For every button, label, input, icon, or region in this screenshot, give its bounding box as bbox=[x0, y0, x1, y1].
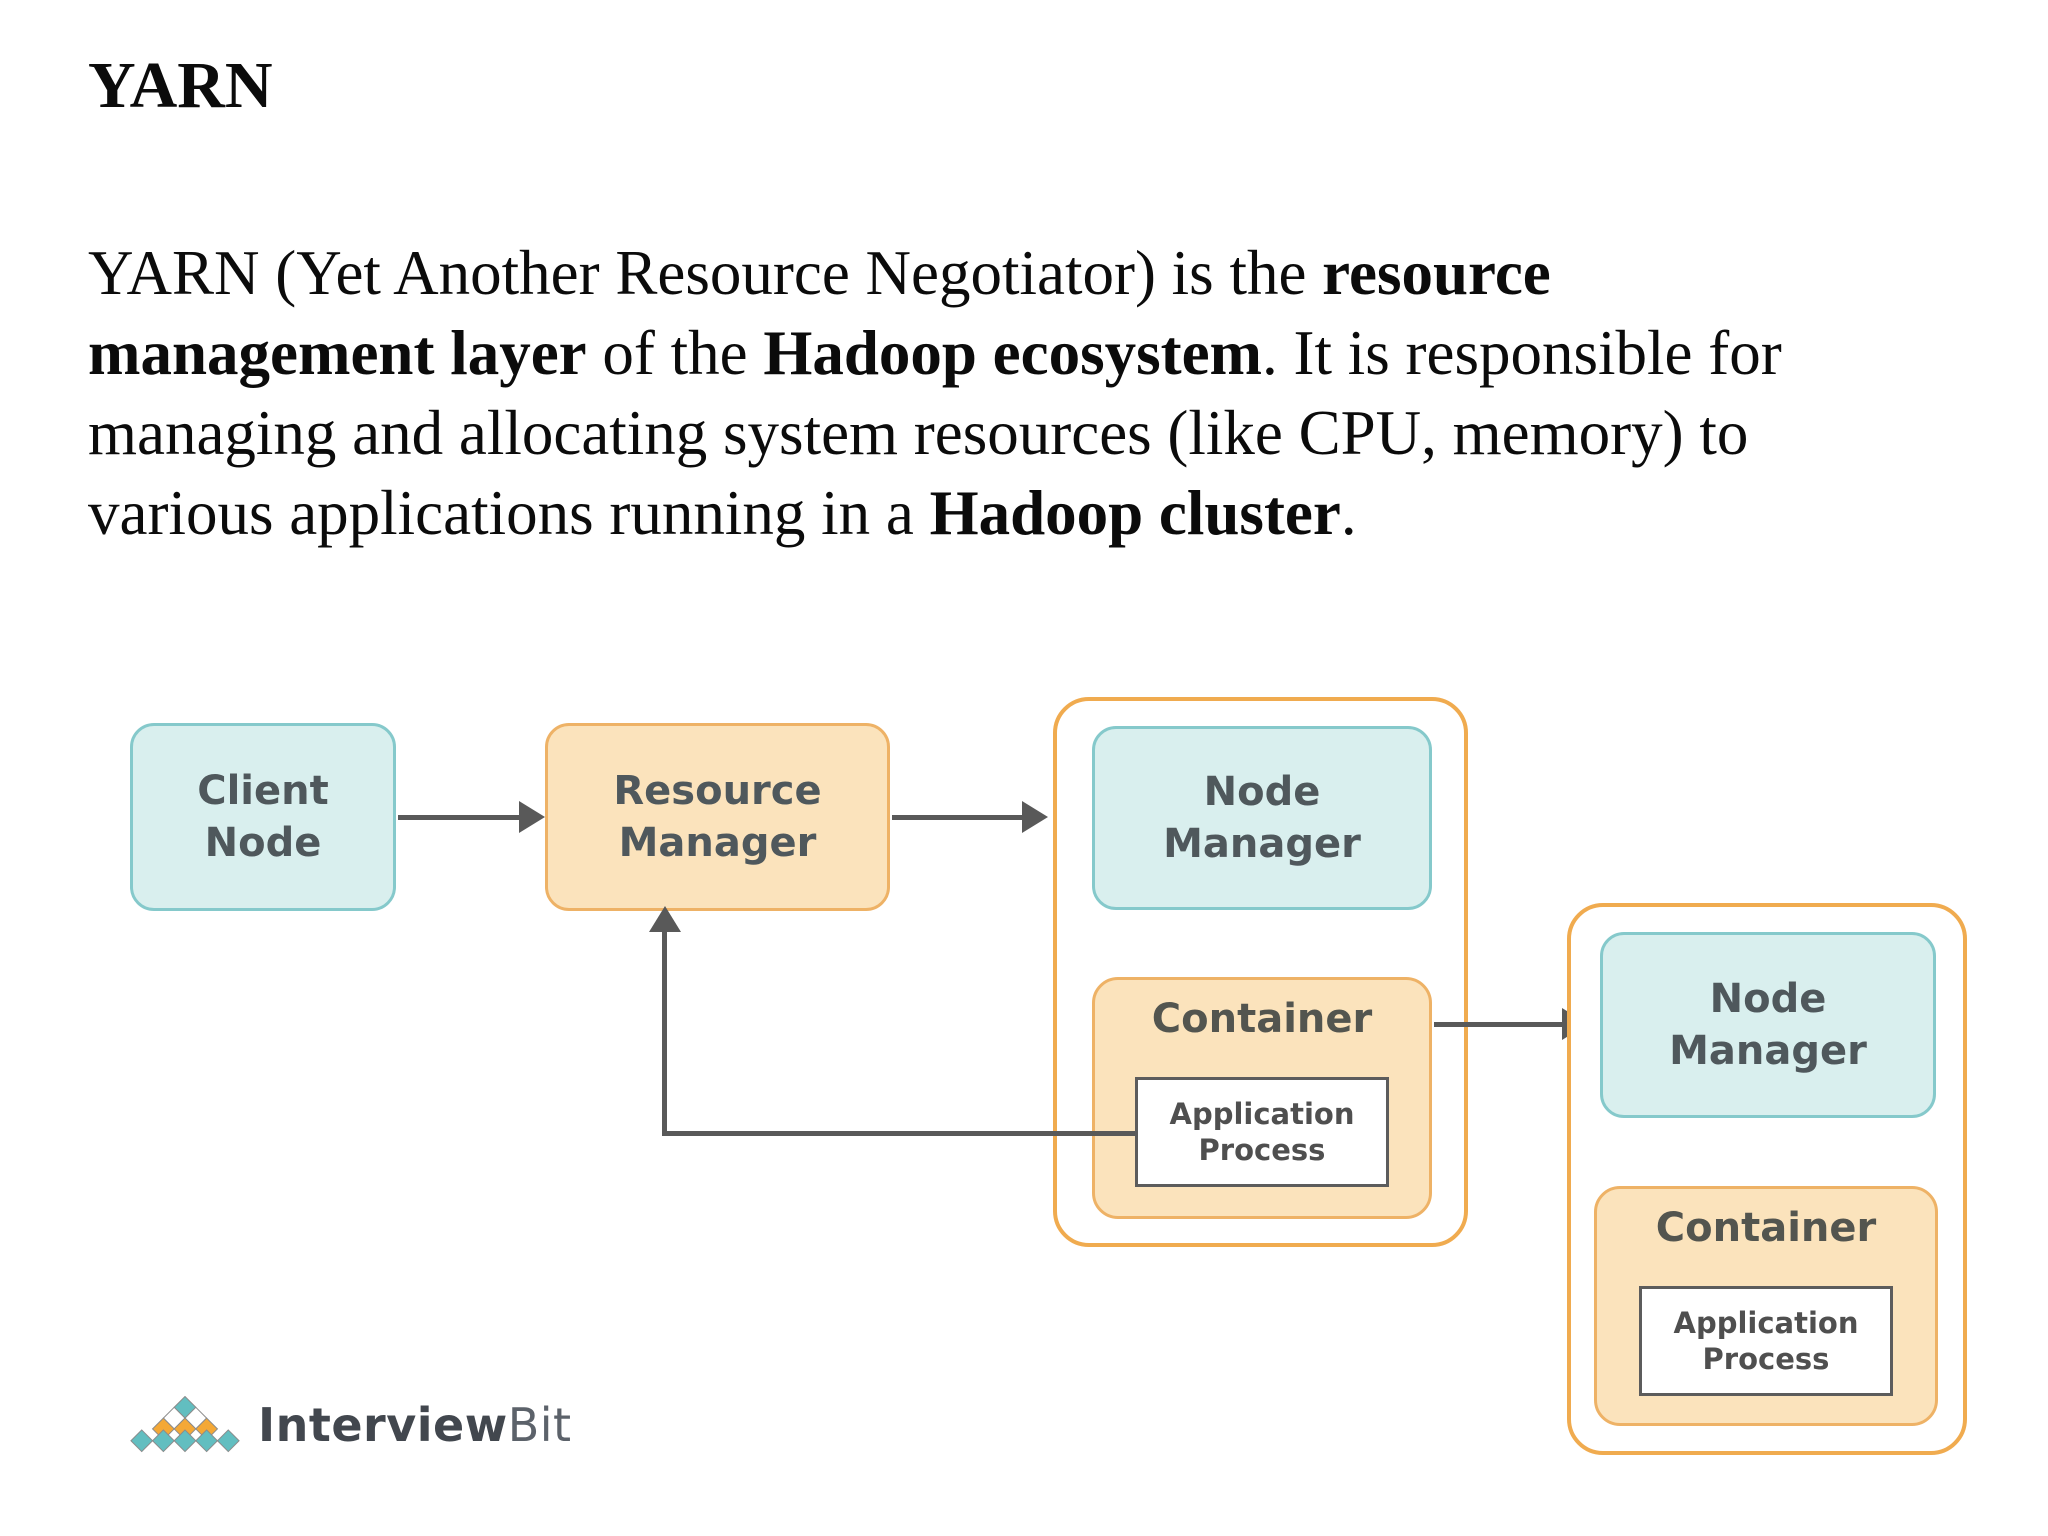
interviewbit-logo: InterviewBit bbox=[126, 1396, 572, 1454]
logo-text-bit: Bit bbox=[507, 1398, 572, 1452]
resource-manager-box: Resource Manager bbox=[545, 723, 890, 911]
node-manager-2-label: Node Manager bbox=[1669, 976, 1867, 1074]
arrow-rm-to-nm1-head bbox=[1022, 801, 1048, 833]
arrow-rm-to-nm1-line bbox=[892, 815, 1024, 820]
node-manager-1-box: Node Manager bbox=[1092, 726, 1432, 910]
client-node-label: Client Node bbox=[197, 768, 329, 866]
intro-paragraph: YARN (Yet Another Resource Negotiator) i… bbox=[88, 238, 1782, 548]
node-manager-1-label: Node Manager bbox=[1163, 769, 1361, 867]
arrow-app1-to-rm-vline bbox=[662, 930, 667, 1136]
node-manager-2-box: Node Manager bbox=[1600, 932, 1936, 1118]
arrow-container1-to-nm2-line bbox=[1434, 1022, 1564, 1027]
interviewbit-logo-icon bbox=[130, 1396, 240, 1453]
arrow-app1-to-rm-hline bbox=[662, 1131, 1135, 1136]
application-process-2-box: Application Process bbox=[1639, 1286, 1893, 1396]
logo-text-interview: Interview bbox=[258, 1398, 508, 1452]
interviewbit-logo-text: InterviewBit bbox=[258, 1398, 572, 1452]
arrow-client-to-rm-line bbox=[398, 815, 524, 820]
resource-manager-label: Resource Manager bbox=[613, 768, 822, 866]
container-1-label: Container bbox=[1151, 996, 1373, 1042]
application-process-1-box: Application Process bbox=[1135, 1077, 1389, 1187]
arrow-app1-to-rm-head bbox=[649, 906, 681, 932]
container-2-label: Container bbox=[1655, 1205, 1877, 1251]
application-process-2-label: Application Process bbox=[1673, 1305, 1859, 1376]
client-node-box: Client Node bbox=[130, 723, 396, 911]
application-process-1-label: Application Process bbox=[1169, 1096, 1355, 1167]
arrow-client-to-rm-head bbox=[519, 801, 545, 833]
page-title: YARN bbox=[88, 49, 273, 122]
